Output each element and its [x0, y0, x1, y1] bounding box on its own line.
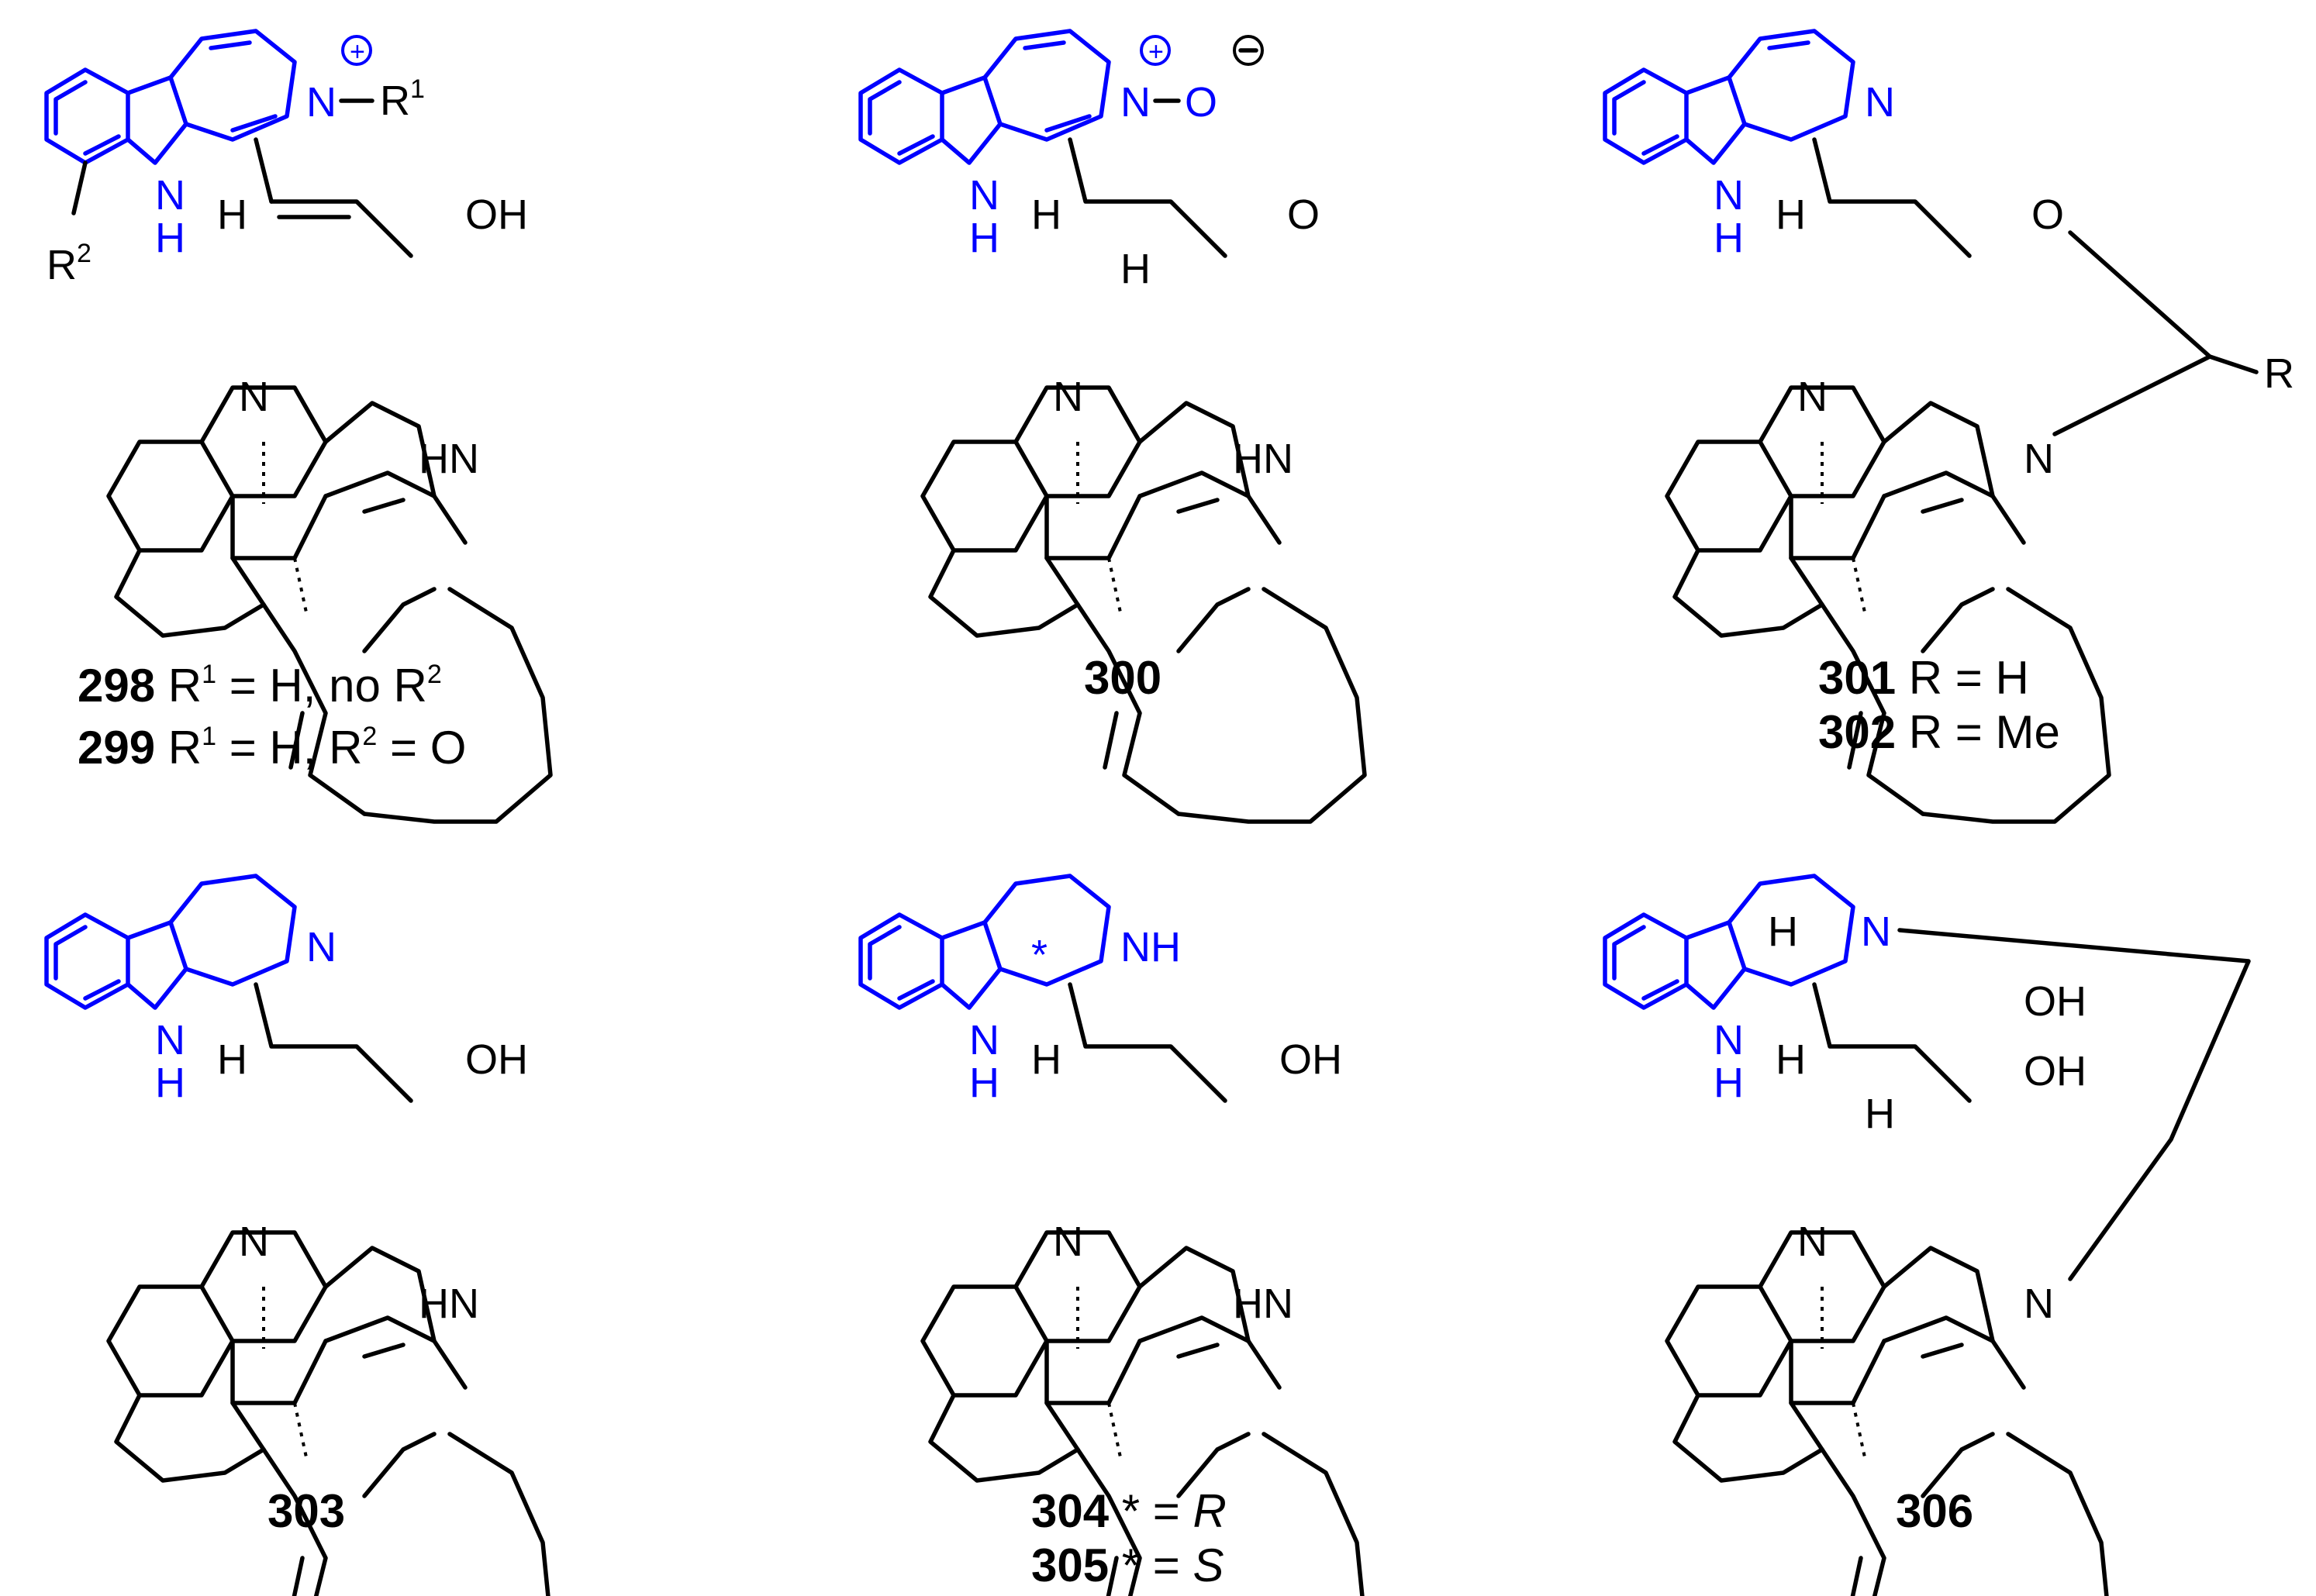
atom-n-amine: N [1053, 1219, 1083, 1265]
caption-299: 299 R1 = H, R2 = O [78, 722, 466, 774]
atom-hn: HN [1233, 436, 1293, 482]
compound-303: N N H H OH N HN [47, 874, 551, 1596]
atom-oh: OH [465, 1036, 528, 1083]
atom-nh-h: H [1714, 215, 1744, 261]
atom-h2: H [1120, 246, 1151, 292]
atom-h1: H [1768, 908, 1798, 955]
atom-hn: HN [419, 1281, 479, 1327]
atom-oh1: OH [2024, 978, 2086, 1025]
atom-nh-h: H [969, 1060, 999, 1106]
caption-302: 302 R = Me [1818, 706, 2060, 758]
caption-305: 305 * = S [1031, 1539, 1224, 1591]
plus-sign: + [1148, 37, 1164, 67]
atom-nh-n: N [155, 172, 185, 219]
caption-304: 304 * = R [1031, 1485, 1227, 1537]
atom-nh-n: N [969, 172, 999, 219]
atom-nh-h: H [155, 215, 185, 261]
plus-sign: + [350, 37, 365, 67]
compound-300: N + O N H H H O N HN [861, 29, 1365, 822]
compound-306: H N N H OH OH H H N N [1605, 874, 2251, 1596]
atom-h: H [217, 191, 247, 238]
compound-304-305: NH * N H H OH N HN [861, 874, 1365, 1596]
positive-charge [341, 35, 372, 66]
atom-n-amine: N [239, 374, 269, 420]
compound-298-299: N + R1 N H R2 H OH N HN [47, 29, 551, 822]
atom-r1: R1 [380, 74, 425, 124]
atom-nh-h: H [1714, 1060, 1744, 1106]
atom-n-amine: N [1053, 374, 1083, 420]
atom-n-pyridine: N [1865, 79, 1895, 126]
caption-301: 301 R = H [1818, 652, 2029, 704]
atom-r: R [2264, 350, 2294, 397]
atom-nh-tetrahydro: NH [1120, 924, 1181, 970]
atom-nh-n: N [969, 1017, 999, 1063]
atom-oh2: OH [2024, 1048, 2086, 1094]
atom-h3: H [1865, 1091, 1895, 1137]
atom-n-aminal: N [2024, 436, 2054, 482]
atom-n-bridge: N [1861, 908, 1891, 955]
atom-n-amine: N [239, 1219, 269, 1265]
atom-o-oxide: O [1185, 79, 1217, 126]
atom-nh-n: N [155, 1017, 185, 1063]
negative-charge [1233, 35, 1264, 66]
caption-306: 306 [1896, 1485, 1973, 1537]
atom-n-pyridinium: N [306, 79, 337, 126]
positive-charge [1140, 35, 1171, 66]
atom-n-amine: N [1797, 1219, 1828, 1265]
atom-nh-h: H [155, 1060, 185, 1106]
atom-o-epoxide: O [1287, 191, 1320, 238]
atom-o: O [2031, 191, 2064, 238]
atom-hn: HN [419, 436, 479, 482]
caption-300: 300 [1084, 652, 1161, 704]
atom-nh-n: N [1714, 1017, 1744, 1063]
stereocenter-star: * [1031, 932, 1048, 978]
atom-h: H [1776, 191, 1806, 238]
atom-oh: OH [1279, 1036, 1342, 1083]
atom-oh: OH [465, 191, 528, 238]
atom-hn: HN [1233, 1281, 1293, 1327]
atom-h1: H [1031, 191, 1061, 238]
atom-r2: R2 [47, 239, 91, 288]
atom-n-oxide: N [1120, 79, 1151, 126]
caption-303: 303 [267, 1485, 345, 1537]
atom-nh-n: N [1714, 172, 1744, 219]
caption-298: 298 R1 = H, no R2 [78, 660, 442, 712]
compound-301-302: N N H H O R N N [1605, 29, 2294, 822]
atom-nh-h: H [969, 215, 999, 261]
atom-n-amine: N [1797, 374, 1828, 420]
atom-h: H [217, 1036, 247, 1083]
atom-n-imine: N [306, 924, 337, 970]
atom-h2: H [1776, 1036, 1806, 1083]
atom-n-bridgehead: N [2024, 1281, 2054, 1327]
atom-h: H [1031, 1036, 1061, 1083]
